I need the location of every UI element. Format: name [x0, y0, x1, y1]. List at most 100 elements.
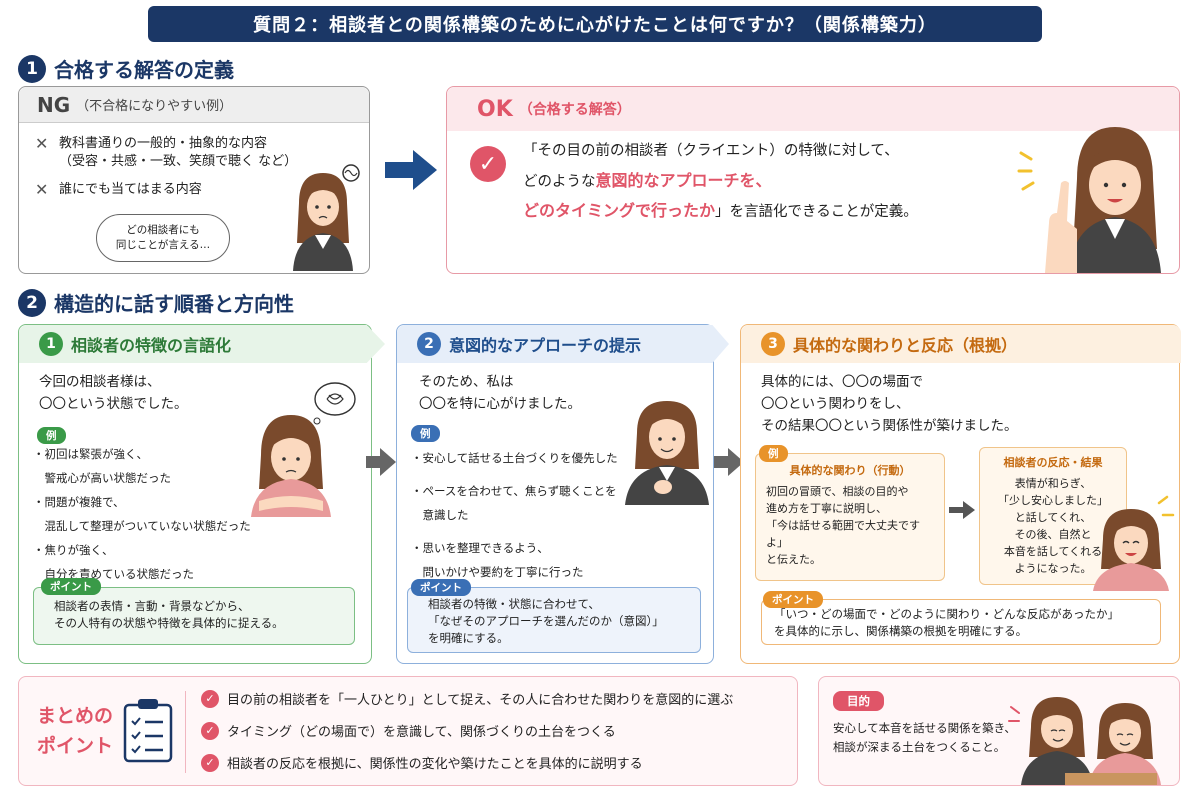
result-text: ようになった。 — [1014, 562, 1092, 575]
column-2: 2 意図的なアプローチの提示 そのため、私は〇〇を特に心がけました。 例 ・安心… — [396, 324, 729, 664]
column-text: そのため、私は〇〇を特に心がけました。 — [419, 371, 581, 415]
summary-item: ✓タイミング（どの場面で）を意識して、関係づくりの土台をつくる — [201, 721, 616, 740]
list-item: ・思いを整理できるよう、 — [411, 541, 549, 555]
ng-item: ✕ 誰にでも当てはまる内容 — [35, 181, 202, 199]
action-title: 具体的な関わり（行動） — [789, 464, 911, 477]
arrow-right-icon — [366, 448, 396, 476]
list-item: 問いかけや要約を丁寧に行った — [411, 565, 584, 579]
section-label: 構造的に話す順番と方向性 — [54, 292, 294, 316]
summary-item: ✓目の前の相談者を「一人ひとり」として捉え、その人に合わせた関わりを意図的に選ぶ — [201, 689, 733, 708]
column-1: 1 相談者の特徴の言語化 今回の相談者様は、〇〇という状態でした。 例 ・初回は… — [18, 324, 385, 664]
section-2-heading: 2 構造的に話す順番と方向性 — [18, 288, 294, 317]
smiling-person-icon — [1093, 495, 1175, 591]
summary-text: タイミング（どの場面で）を意識して、関係づくりの土台をつくる — [227, 725, 616, 740]
arrow-right-icon — [385, 150, 437, 190]
divider — [185, 691, 186, 773]
ng-item-text: 教科書通りの一般的・抽象的な内容 — [59, 136, 268, 151]
ok-box: OK （合格する解答） 「その目の前の相談者（クライエント）の特徴に対して、 ど… — [446, 86, 1180, 274]
check-icon: ✓ — [201, 689, 219, 708]
result-title: 相談者の反応・結果 — [1003, 456, 1103, 469]
check-icon: ✓ — [470, 146, 506, 182]
ok-emphasis: 意図的なアプローチを、 — [595, 171, 772, 190]
result-text: 本音を話してくれる — [1003, 545, 1103, 558]
point-text: 相談者の特徴・状態に合わせて、 — [428, 597, 600, 611]
ok-line: どのような意図的なアプローチを、 — [523, 171, 772, 192]
column-title: 意図的なアプローチの提示 — [449, 336, 642, 355]
column-number: 1 — [39, 332, 63, 356]
list-item: 警戒心が高い状態だった — [33, 471, 171, 485]
example-tag: 例 — [411, 425, 440, 442]
col-line: そのため、私は — [419, 374, 514, 390]
col-line: その結果〇〇という関係性が築けました。 — [761, 418, 1018, 434]
confused-person-icon — [251, 382, 356, 517]
col-line: 〇〇という状態でした。 — [39, 396, 188, 412]
purpose-text: 安心して本音を話せる関係を築き、 相談が深まる土台をつくること。 — [833, 719, 1016, 757]
list-item: 混乱して整理がついていない状態だった — [33, 519, 251, 533]
clipboard-icon — [123, 699, 173, 763]
ng-item-text: 誰にでも当てはまる内容 — [59, 182, 202, 197]
point-box: 相談者の特徴・状態に合わせて、 「なぜそのアプローチを選んだのか（意図）」 を明… — [407, 587, 701, 653]
worried-person-icon — [293, 164, 360, 271]
col-line: 〇〇という関わりをし、 — [761, 396, 910, 412]
list-item: ・安心して話せる土台づくりを優先した — [411, 451, 618, 465]
point-text: 「いつ・どの場面で・どのように関わり・どんな反応があったか」 — [774, 607, 1119, 621]
result-text: 表情が和らぎ、 — [1014, 477, 1092, 490]
list-item: ・ペースを合わせて、焦らず聴くことを — [411, 484, 617, 498]
list-item: 自分を責めている状態だった — [33, 567, 194, 581]
action-box: 具体的な関わり（行動） 初回の冒頭で、相談の目的や 進め方を丁寧に説明し、 「今… — [755, 453, 945, 581]
ok-text: 」を言語化できることが定義。 — [715, 204, 918, 220]
point-text: 「なぜそのアプローチを選んだのか（意図）」 — [428, 614, 664, 628]
col-line: 今回の相談者様は、 — [39, 374, 161, 390]
point-tag: ポイント — [763, 591, 823, 608]
summary-title: まとめのポイント — [31, 701, 119, 761]
example-list: ・初回は緊張が強く、 警戒心が高い状態だった ・問題が複雑で、 混乱して整理がつ… — [33, 447, 251, 591]
column-number: 2 — [417, 332, 441, 356]
column-text: 今回の相談者様は、〇〇という状態でした。 — [39, 371, 188, 415]
ok-line: どのタイミングで行ったか」を言語化できることが定義。 — [523, 201, 918, 222]
purpose-line: 相談が深まる土台をつくること。 — [833, 740, 1006, 754]
summary-item: ✓相談者の反応を根拠に、関係性の変化や築けたことを具体的に説明する — [201, 753, 643, 772]
ok-emphasis: どのタイミングで行ったか — [523, 201, 716, 220]
pointing-person-icon — [1017, 127, 1161, 273]
ok-line: 「その目の前の相談者（クライエント）の特徴に対して、 — [523, 143, 899, 159]
example-tag: 例 — [37, 427, 66, 444]
section-1-heading: 1 合格する解答の定義 — [18, 54, 234, 83]
action-text: 「今は話せる範囲で大丈夫ですよ」 — [766, 519, 920, 549]
column-3: 3 具体的な関わりと反応（根拠） 具体的には、〇〇の場面で〇〇という関わりをし、… — [740, 324, 1181, 664]
result-text: 「少し安心しました」 — [998, 494, 1108, 507]
column-number: 3 — [761, 332, 785, 356]
column-text: 具体的には、〇〇の場面で〇〇という関わりをし、その結果〇〇という関係性が築けまし… — [761, 371, 1018, 437]
ng-title: NG — [37, 92, 71, 117]
ng-header: NG （不合格になりやすい例） — [19, 87, 369, 123]
purpose-line: 安心して本音を話せる関係を築き、 — [833, 721, 1016, 735]
purpose-tag: 目的 — [833, 691, 884, 711]
point-tag: ポイント — [41, 578, 101, 595]
col-line: 具体的には、〇〇の場面で — [761, 374, 923, 390]
column-title: 相談者の特徴の言語化 — [71, 336, 232, 355]
cross-icon: ✕ — [35, 134, 49, 153]
cross-icon: ✕ — [35, 180, 49, 199]
column-1-header: 1 相談者の特徴の言語化 — [19, 325, 385, 363]
ok-title: OK — [477, 96, 513, 122]
point-tag: ポイント — [411, 579, 471, 596]
section-number: 1 — [18, 54, 46, 83]
point-text: を明確にする。 — [428, 631, 509, 645]
ok-subtitle: （合格する解答） — [518, 102, 631, 118]
list-item: ・初回は緊張が強く、 — [33, 447, 148, 461]
example-tag: 例 — [759, 445, 788, 462]
section-label: 合格する解答の定義 — [54, 58, 234, 82]
ng-item: ✕ 教科書通りの一般的・抽象的な内容（受容・共感・一致、笑顔で聴く など） — [35, 135, 297, 171]
ng-subtitle: （不合格になりやすい例） — [76, 99, 233, 114]
section-number: 2 — [18, 288, 46, 317]
two-people-icon — [1008, 697, 1161, 785]
arrow-right-icon — [949, 501, 975, 519]
summary-box: まとめのポイント ✓目の前の相談者を「一人ひとり」として捉え、その人に合わせた関… — [18, 676, 798, 786]
point-box: 相談者の表情・言動・背景などから、 その人特有の状態や特徴を具体的に捉える。 — [33, 587, 355, 645]
example-list: ・安心して話せる土台づくりを優先した ・ペースを合わせて、焦らず聴くことを 意識… — [411, 451, 618, 589]
page-title: 質問２：相談者との関係構築のために心がけたことは何ですか？（関係構築力） — [148, 6, 1042, 42]
list-item: ・問題が複雑で、 — [33, 495, 125, 509]
action-text: と伝えた。 — [766, 553, 821, 566]
list-item: 意識した — [411, 508, 469, 522]
explaining-person-icon — [625, 401, 709, 505]
ok-text: どのような — [523, 174, 596, 190]
